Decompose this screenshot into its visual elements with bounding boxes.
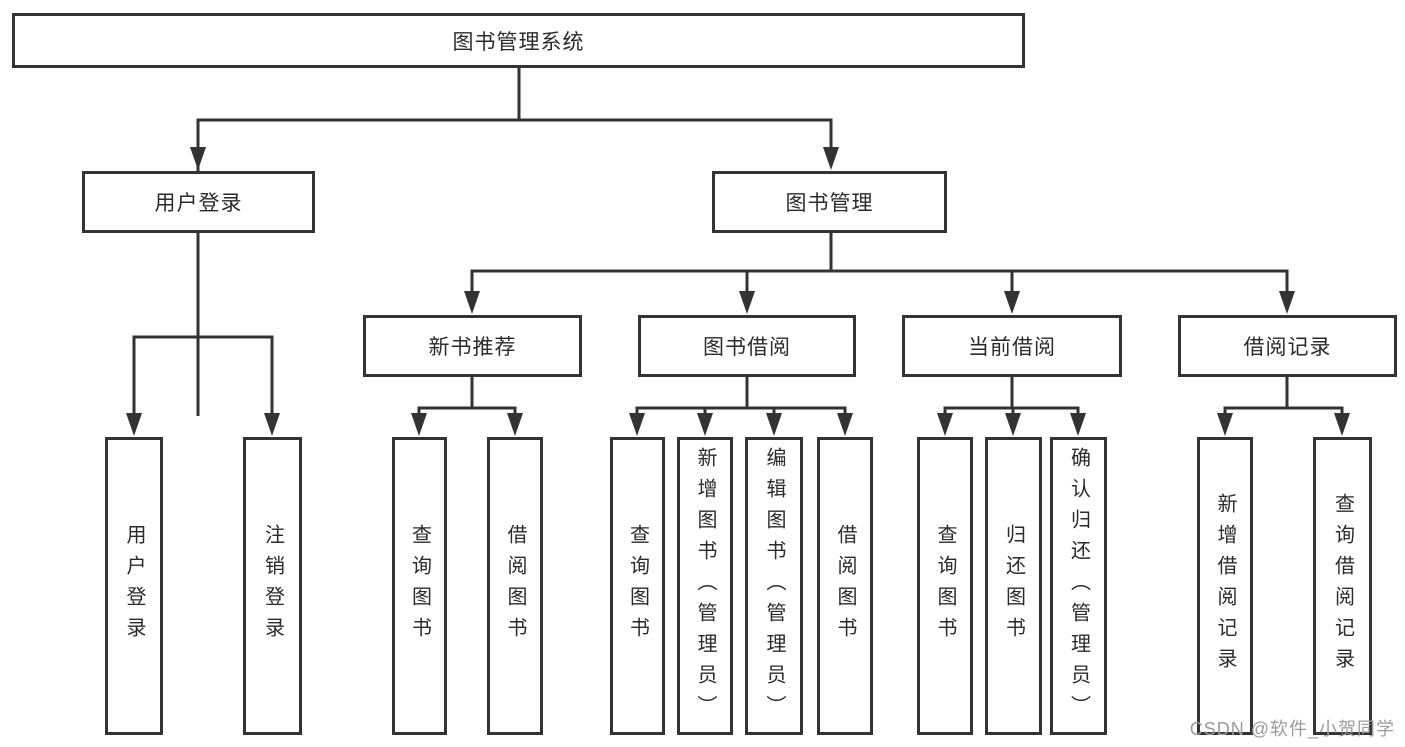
leaf-add-book-label: 新增图书（管理员）: [694, 446, 716, 726]
leaf-add-book: 新增图书（管理员）: [677, 437, 733, 735]
leaf-borrow-book-label: 借阅图书: [834, 524, 856, 648]
leaf-borrow-book-recommend: 借阅图书: [487, 437, 543, 735]
leaf-query-borrow-record: 查询借阅记录: [1313, 437, 1372, 735]
leaf-logout-login-label: 注销登录: [261, 524, 284, 648]
node-book-mgmt: 图书管理: [712, 171, 947, 233]
leaf-edit-book-label: 编辑图书（管理员）: [763, 446, 785, 726]
leaf-borrow-book-recommend-label: 借阅图书: [504, 524, 526, 648]
node-borrow-record: 借阅记录: [1178, 315, 1397, 377]
leaf-add-borrow-record-label: 新增借阅记录: [1214, 493, 1236, 679]
leaf-add-borrow-record: 新增借阅记录: [1197, 437, 1253, 735]
leaf-query-borrow-record-label: 查询借阅记录: [1331, 493, 1354, 679]
leaf-return-book: 归还图书: [985, 437, 1042, 735]
leaf-query-book-borrow: 查询图书: [610, 437, 665, 735]
leaf-user-login-label: 用户登录: [123, 524, 145, 648]
node-user-login: 用户登录: [82, 171, 315, 233]
leaf-query-book-current: 查询图书: [917, 437, 973, 735]
node-root-label: 图书管理系统: [452, 30, 585, 54]
leaf-logout-login: 注销登录: [243, 437, 302, 735]
node-current-borrow: 当前借阅: [902, 315, 1122, 377]
connector-path: [132, 68, 1344, 416]
leaf-query-book-current-label: 查询图书: [934, 524, 956, 648]
csdn-watermark: CSDN @软件_小贺同学: [1189, 719, 1395, 739]
node-current-borrow-label: 当前借阅: [968, 336, 1056, 359]
node-root: 图书管理系统: [12, 13, 1025, 68]
node-book-mgmt-label: 图书管理: [785, 192, 874, 215]
node-book-borrow: 图书借阅: [638, 315, 856, 377]
node-borrow-record-label: 借阅记录: [1243, 336, 1332, 359]
node-new-book-rec: 新书推荐: [363, 315, 582, 377]
node-book-borrow-label: 图书借阅: [703, 336, 791, 359]
leaf-confirm-return-label: 确认归还（管理员）: [1067, 446, 1090, 726]
leaf-borrow-book: 借阅图书: [817, 437, 873, 735]
leaf-confirm-return: 确认归还（管理员）: [1050, 437, 1107, 735]
leaf-return-book-label: 归还图书: [1002, 524, 1025, 648]
leaf-query-book-borrow-label: 查询图书: [626, 524, 649, 648]
leaf-user-login: 用户登录: [105, 437, 163, 735]
leaf-query-book-recommend-label: 查询图书: [408, 524, 431, 648]
node-new-book-rec-label: 新书推荐: [428, 336, 517, 359]
leaf-edit-book: 编辑图书（管理员）: [745, 437, 803, 735]
leaf-query-book-recommend: 查询图书: [392, 437, 447, 735]
node-user-login-label: 用户登录: [154, 192, 243, 215]
